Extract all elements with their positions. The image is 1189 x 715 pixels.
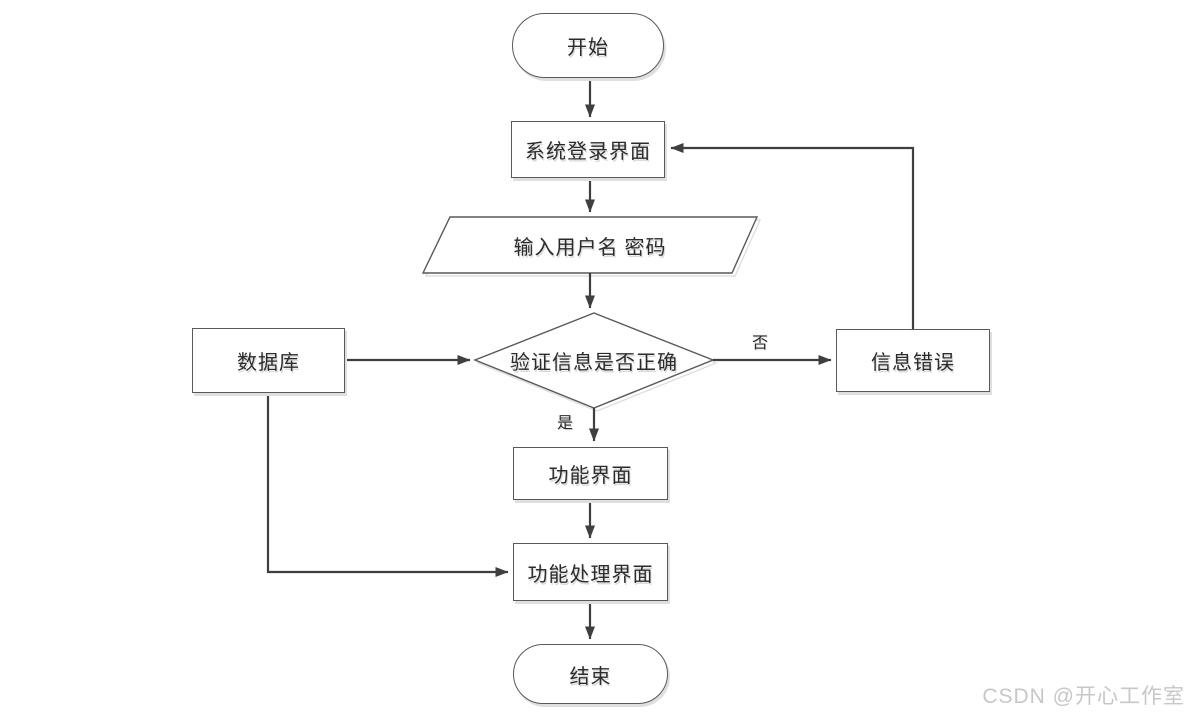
- node-login-label: 系统登录界面: [525, 141, 651, 163]
- edge-database-to-function-process: [266, 393, 509, 577]
- watermark: CSDN @开心工作室: [982, 685, 1185, 708]
- node-error-label: 信息错误: [871, 352, 955, 374]
- node-login: 系统登录界面: [511, 121, 665, 178]
- node-database-label: 数据库: [237, 352, 300, 374]
- node-start-label: 开始: [567, 37, 609, 59]
- verify-diamond: [473, 312, 715, 409]
- node-database: 数据库: [192, 328, 345, 393]
- node-function-process-label: 功能处理界面: [527, 563, 654, 586]
- node-function-ui-label: 功能界面: [548, 465, 633, 487]
- edge-error-back-to-login: [670, 143, 915, 329]
- node-error: 信息错误: [836, 329, 990, 392]
- node-function-process: 功能处理界面: [513, 543, 668, 601]
- node-function-ui: 功能界面: [513, 447, 668, 500]
- connectors: [266, 78, 915, 640]
- input-parallelogram: [421, 216, 759, 274]
- node-end-label: 结束: [569, 665, 612, 688]
- node-end: 结束: [513, 644, 668, 704]
- node-start: 开始: [512, 13, 664, 78]
- edge-label-no: 否: [751, 335, 768, 352]
- edge-label-yes: 是: [556, 415, 573, 432]
